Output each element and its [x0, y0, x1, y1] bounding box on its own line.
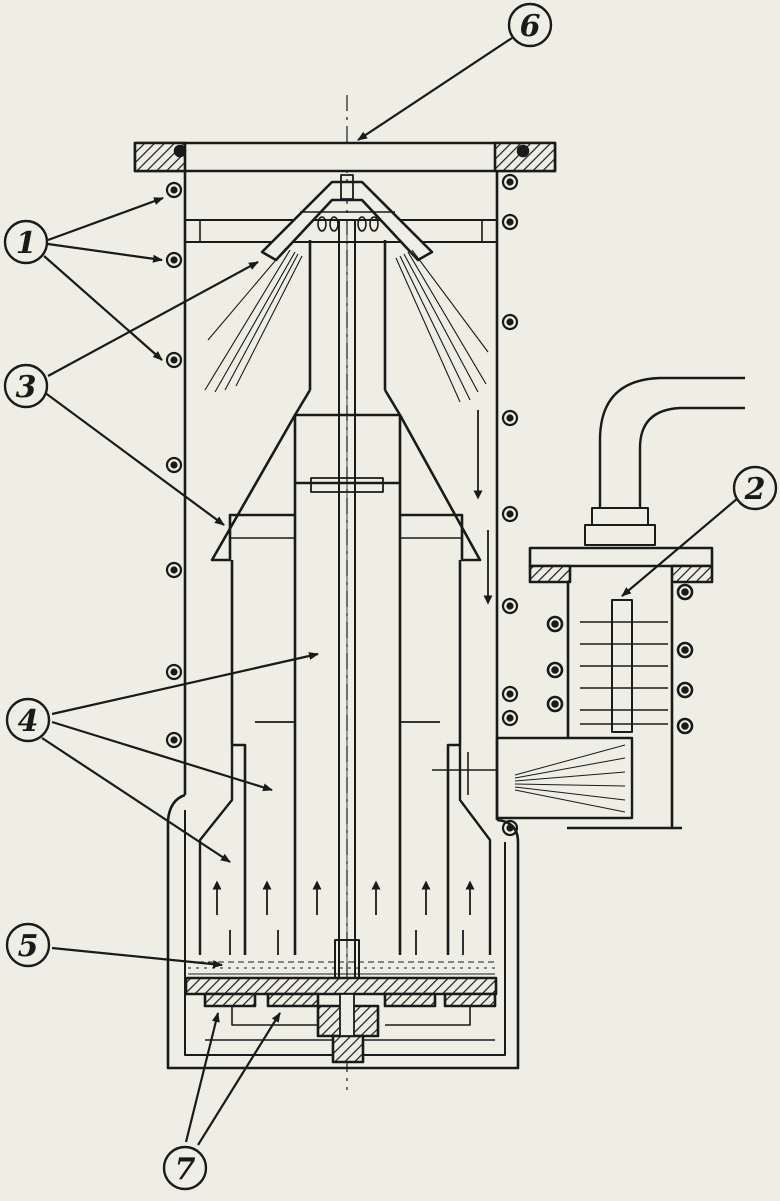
svg-text:3: 3	[16, 370, 37, 405]
vapour-flow-arrows	[212, 880, 475, 915]
leader-3b	[43, 391, 225, 526]
bottom-plate	[184, 976, 498, 1064]
lower-chamber	[166, 743, 520, 1070]
side-outlet-duct	[432, 736, 634, 820]
svg-text:1: 1	[16, 226, 37, 261]
callout-7: 7	[162, 1145, 208, 1191]
leader-5	[51, 946, 223, 969]
leader-4a	[51, 652, 319, 716]
downflow-arrows	[473, 410, 493, 605]
svg-text:4: 4	[18, 704, 39, 739]
spray-left	[204, 247, 303, 393]
leader-3a	[47, 261, 259, 377]
callout-3: 3	[3, 363, 49, 409]
callout-4: 4	[5, 697, 51, 743]
svg-text:2: 2	[744, 472, 766, 507]
leader-7a	[184, 1012, 220, 1143]
spray-right	[395, 249, 489, 403]
leader-1c	[43, 255, 163, 361]
leader-4b	[51, 720, 273, 792]
top-flange	[133, 141, 557, 173]
svg-text:7: 7	[175, 1152, 196, 1187]
central-shaft	[310, 219, 384, 981]
liquid-layer	[188, 961, 495, 975]
leader-7b	[197, 1012, 281, 1146]
callout-2: 2	[732, 465, 778, 511]
callout-5: 5	[5, 922, 51, 968]
inner-rotor-columns	[230, 483, 462, 955]
condenser-outlet-pipe	[584, 376, 745, 546]
leader-1b	[47, 242, 163, 263]
leader-1a	[47, 196, 164, 242]
heating-coil-windings	[165, 173, 519, 837]
callout-6: 6	[507, 2, 553, 48]
svg-text:5: 5	[18, 929, 39, 964]
condenser-housing	[528, 546, 714, 830]
callout-1: 1	[3, 219, 49, 265]
leader-2	[621, 497, 739, 597]
leader-6	[357, 37, 513, 141]
rotor-upper-body	[293, 240, 402, 485]
leader-4c	[41, 737, 231, 863]
svg-text:6: 6	[520, 9, 541, 44]
conical-deflector	[210, 414, 482, 562]
